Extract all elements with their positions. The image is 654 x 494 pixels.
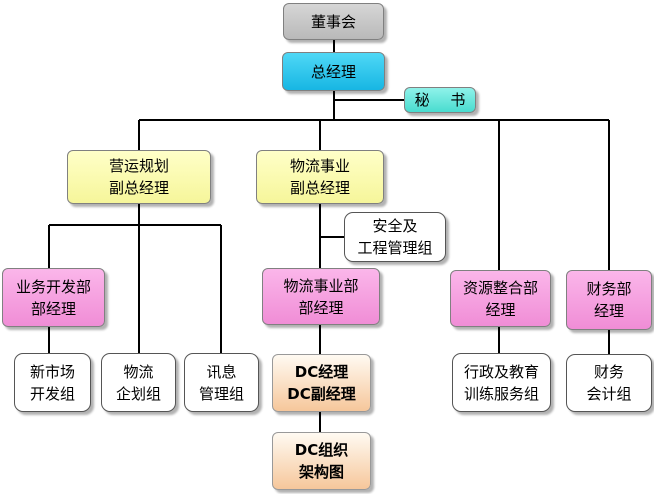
dc-org-chart-box: DC组织 架构图: [272, 432, 371, 490]
secretary-box: 秘 书: [404, 87, 476, 113]
vp-operations-box: 营运规划 副总经理: [67, 150, 211, 204]
new-market-group-box: 新市场 开发组: [14, 353, 91, 412]
general-manager-box: 总经理: [282, 52, 385, 91]
accounting-group-box: 财务 会计组: [566, 354, 652, 412]
logistics-dept-manager-box: 物流事业部 部经理: [262, 268, 380, 325]
info-management-group-box: 讯息 管理组: [184, 353, 259, 412]
dc-manager-box: DC经理 DC副经理: [272, 354, 371, 412]
bizdev-manager-box: 业务开发部 部经理: [2, 268, 105, 327]
resources-manager-box: 资源整合部 经理: [450, 270, 551, 327]
logistics-planning-group-box: 物流 企划组: [101, 353, 176, 412]
board-box: 董事会: [283, 3, 384, 40]
safety-engineering-box: 安全及 工程管理组: [344, 212, 446, 262]
admin-training-group-box: 行政及教育 训练服务组: [452, 353, 551, 412]
vp-logistics-box: 物流事业 副总经理: [256, 150, 384, 204]
finance-manager-box: 财务部 经理: [566, 270, 652, 330]
